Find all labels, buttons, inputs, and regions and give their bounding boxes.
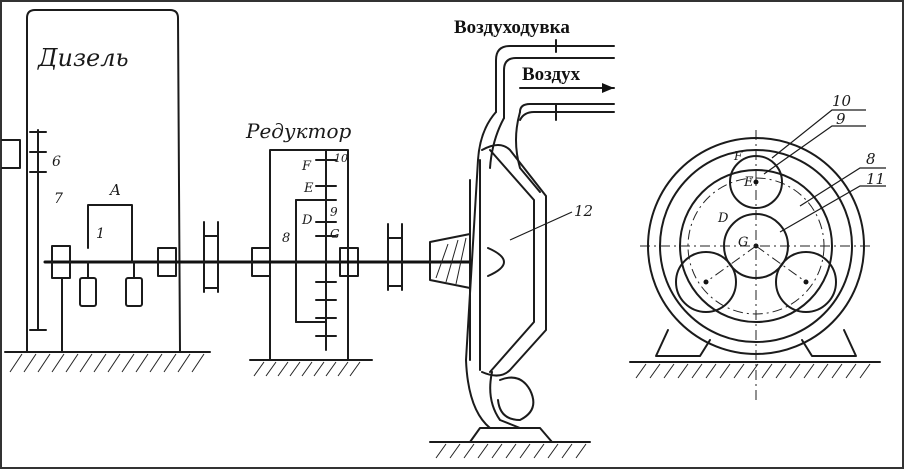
label-D: D: [301, 213, 313, 228]
label-9: 9: [330, 205, 338, 219]
blower-disc: [469, 159, 481, 371]
diesel-piston-1: [79, 277, 97, 307]
planet-gear-left: [675, 251, 737, 313]
reducer: [249, 149, 373, 377]
diesel-coupling-left: [51, 245, 71, 279]
diesel-foundation-hatch: [9, 353, 205, 373]
diesel-housing: [26, 9, 181, 353]
label-F: F: [301, 159, 312, 174]
leader-11: [779, 185, 886, 233]
blower-volute: [497, 376, 535, 421]
shaft-diesel-reducer: [174, 221, 264, 293]
reducer-label: Редуктор: [245, 119, 352, 143]
label-8: 8: [282, 231, 290, 246]
label-E-section: E: [743, 175, 754, 190]
blower-outlet-duct: [495, 45, 615, 113]
label-10-section: 10: [832, 92, 852, 110]
planet-gear-right: [775, 251, 837, 313]
label-G: G: [330, 227, 340, 241]
reducer-gear-marks: [295, 159, 337, 337]
foot-right: [801, 329, 857, 357]
label-9-section: 9: [836, 110, 846, 128]
label-E: E: [303, 181, 314, 196]
air-label: Воздух: [522, 64, 581, 85]
label-7: 7: [54, 191, 63, 207]
label-D-section: D: [717, 211, 729, 226]
diesel-engine: [1, 9, 211, 373]
blower: [429, 39, 615, 459]
reducer-cross-section: [629, 109, 886, 400]
leader-10: [771, 109, 866, 159]
leader-8: [799, 167, 886, 207]
foot-left: [655, 329, 711, 357]
diesel-crank-A: [87, 204, 133, 263]
blower-label: Воздуходувка: [454, 17, 570, 38]
blower-inlet: [487, 247, 505, 277]
blower-casing-outer: [465, 111, 497, 429]
shaft-coupling-flange: [203, 221, 219, 293]
leader-12: [509, 211, 573, 241]
label-A: A: [108, 181, 121, 199]
blower-base: [469, 427, 553, 443]
label-1: 1: [96, 226, 105, 242]
reducer-foundation-hatch: [253, 361, 361, 377]
label-6: 6: [52, 154, 61, 170]
leader-9: [763, 125, 866, 175]
diesel-piston-2: [125, 277, 143, 307]
label-12: 12: [574, 202, 593, 220]
label-11-section: 11: [866, 170, 885, 188]
label-10: 10: [334, 152, 348, 165]
air-duct: [519, 103, 615, 113]
blower-impeller: [481, 144, 547, 377]
diesel-left-gear: [1, 139, 21, 169]
label-8-section: 8: [866, 150, 876, 168]
label-F-section: F: [733, 149, 743, 163]
diesel-label: Дизель: [37, 44, 129, 72]
label-G-section: G: [738, 235, 748, 250]
